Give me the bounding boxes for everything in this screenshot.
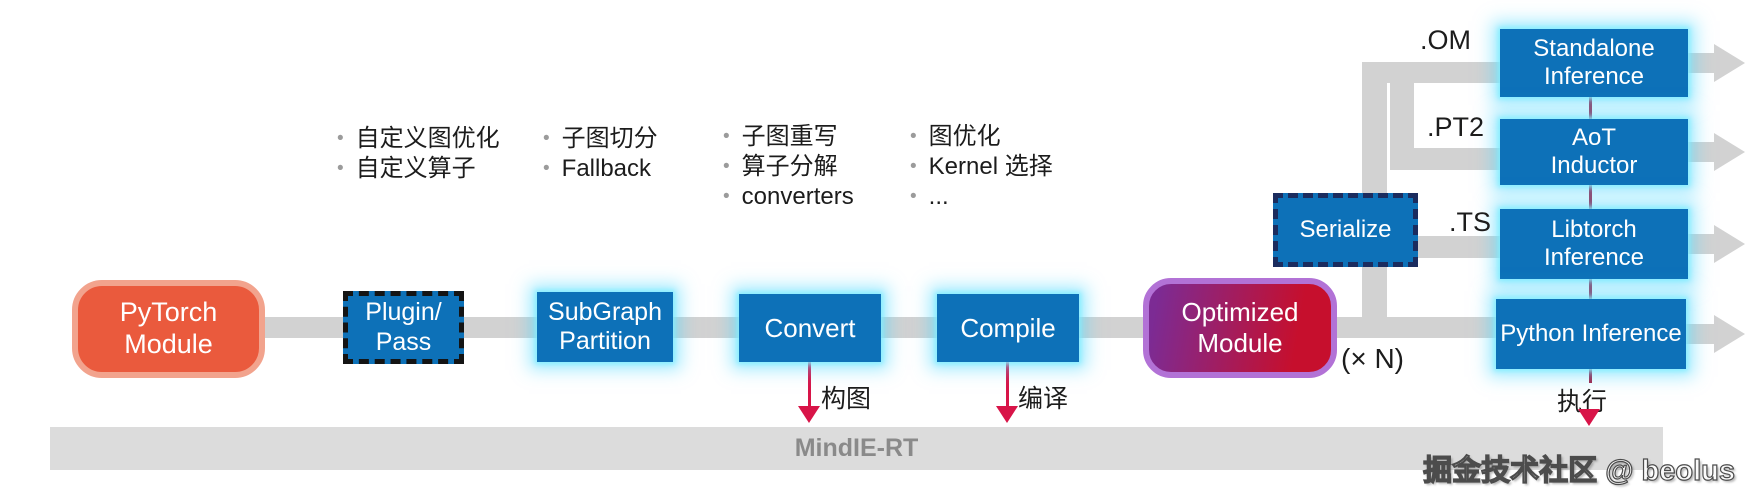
mindie-rt-label: MindIE-RT — [794, 434, 919, 462]
python-output-arrow-icon — [1714, 315, 1745, 353]
note-item: 自定义图优化 — [337, 124, 500, 154]
note-text: Kernel 选择 — [928, 153, 1053, 180]
note-text: 自定义图优化 — [355, 125, 500, 152]
note-item: 图优化 — [910, 122, 1053, 152]
om-format-label: .OM — [1420, 25, 1471, 55]
convert-notes-list: 子图重写 算子分解 converters — [723, 122, 854, 212]
note-item: ... — [910, 182, 1053, 212]
compile-notes-list: 图优化 Kernel 选择 ... — [910, 122, 1053, 212]
convert-node: Convert — [739, 294, 881, 362]
note-item: 子图切分 — [543, 124, 658, 154]
optimized-module-node: Optimized Module — [1143, 278, 1337, 378]
plugin-pass-node: Plugin/ Pass — [343, 291, 464, 364]
compile-step-line — [1006, 362, 1009, 410]
note-text: 子图切分 — [561, 125, 658, 152]
note-text: Fallback — [561, 155, 652, 182]
libtorch-output-arrow-shaft — [1686, 234, 1716, 254]
pt2-format-label: .PT2 — [1427, 112, 1485, 142]
compile-step-label: 编译 — [1018, 385, 1069, 413]
plugin-notes-list: 自定义图优化 自定义算子 — [337, 124, 500, 184]
note-text: 子图重写 — [741, 123, 838, 150]
note-text: ... — [928, 183, 949, 210]
libtorch-inference-node: Libtorch Inference — [1500, 209, 1688, 279]
aot-output-arrow-shaft — [1686, 142, 1716, 162]
om-branch-line — [1362, 62, 1510, 83]
libtorch-output-arrow-icon — [1714, 225, 1745, 263]
note-item: Kernel 选择 — [910, 152, 1053, 182]
note-item: converters — [723, 182, 854, 212]
note-item: 自定义算子 — [337, 154, 500, 184]
note-text: 算子分解 — [741, 153, 838, 180]
aot-inductor-node: AoT Inductor — [1500, 119, 1688, 185]
pytorch-module-node: PyTorch Module — [72, 280, 265, 378]
note-text: 自定义算子 — [355, 155, 476, 182]
subgraph-partition-node: SubGraph Partition — [537, 292, 673, 362]
multiplier-label: (× N) — [1341, 343, 1404, 374]
convert-step-arrow-icon — [798, 406, 820, 423]
standalone-inference-node: Standalone Inference — [1500, 29, 1688, 97]
convert-step-line — [808, 362, 811, 410]
subgraph-notes-list: 子图切分 Fallback — [543, 124, 658, 184]
mindie-rt-bar: MindIE-RT — [50, 427, 1663, 470]
serialize-node: Serialize — [1273, 193, 1418, 267]
note-text: 图优化 — [928, 123, 1001, 150]
watermark: 掘金技术社区 @ beolus — [1423, 454, 1736, 487]
ts-format-label: .TS — [1449, 207, 1492, 237]
pt2-branch-line — [1390, 148, 1510, 170]
compile-node: Compile — [937, 294, 1079, 362]
execute-step-arrow-icon — [1578, 409, 1600, 426]
note-item: Fallback — [543, 154, 658, 184]
compile-step-arrow-icon — [996, 406, 1018, 423]
note-item: 子图重写 — [723, 122, 854, 152]
python-inference-node: Python Inference — [1496, 299, 1686, 369]
convert-step-label: 构图 — [821, 385, 872, 413]
standalone-output-arrow-icon — [1714, 44, 1745, 82]
standalone-output-arrow-shaft — [1686, 53, 1716, 73]
python-output-arrow-shaft — [1686, 324, 1716, 344]
note-item: 算子分解 — [723, 152, 854, 182]
note-text: converters — [741, 183, 854, 210]
aot-output-arrow-icon — [1714, 133, 1745, 171]
ts-branch-line — [1418, 236, 1510, 258]
